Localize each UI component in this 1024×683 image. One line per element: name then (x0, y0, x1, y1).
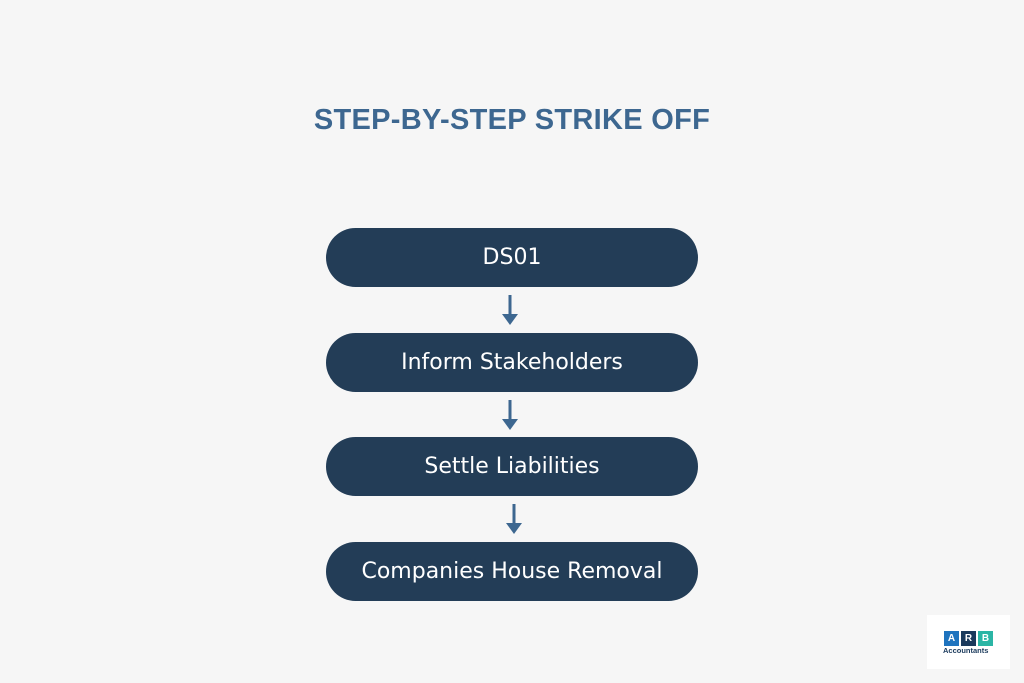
logo-letter-a: A (944, 631, 959, 646)
step-ds01: DS01 (326, 228, 698, 287)
logo-letter-b: B (978, 631, 993, 646)
down-arrow-icon (502, 295, 518, 325)
diagram-title: STEP-BY-STEP STRIKE OFF (313, 104, 711, 136)
step-settle-liabilities: Settle Liabilities (326, 437, 698, 496)
step-inform-stakeholders: Inform Stakeholders (326, 333, 698, 392)
arb-accountants-logo: A R B Accountants (927, 615, 1010, 669)
down-arrow-icon (502, 400, 518, 430)
logo-text: Accountants (943, 646, 989, 655)
step-companies-house-removal: Companies House Removal (326, 542, 698, 601)
down-arrow-icon (506, 504, 522, 534)
logo-letter-r: R (961, 631, 976, 646)
